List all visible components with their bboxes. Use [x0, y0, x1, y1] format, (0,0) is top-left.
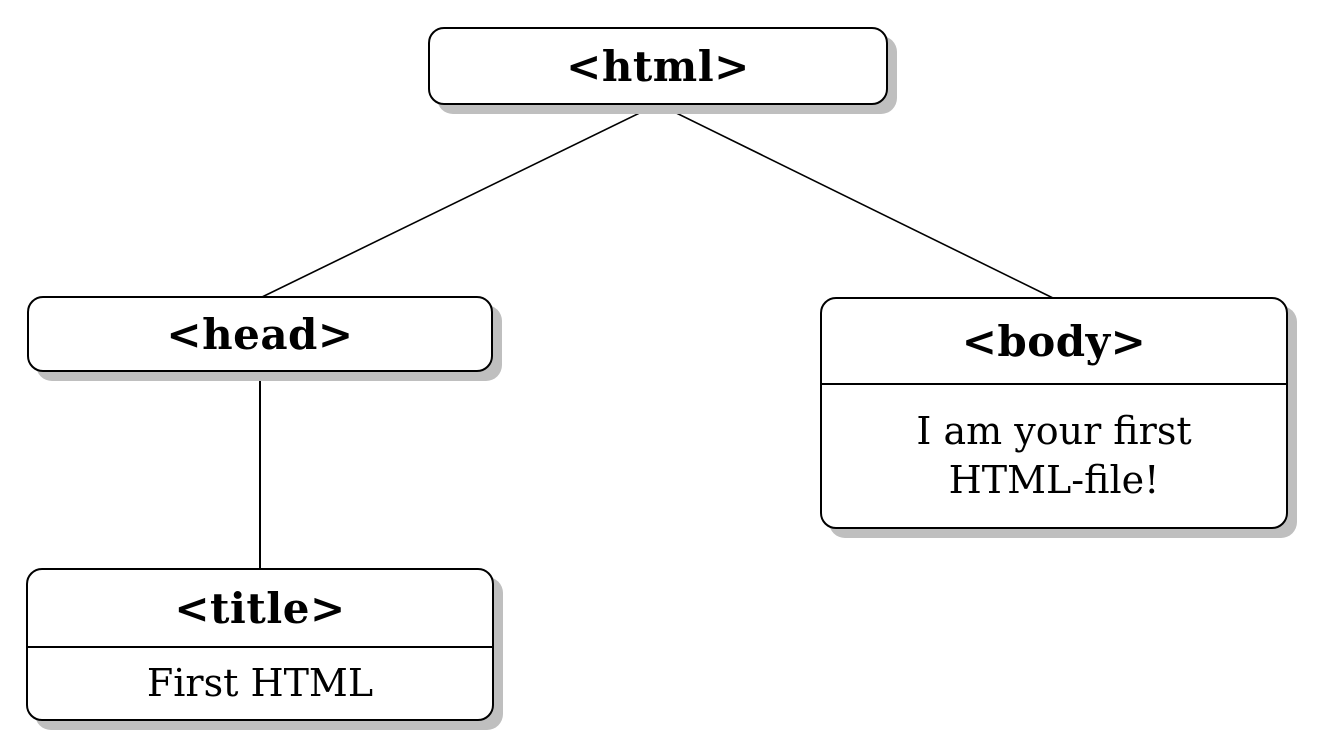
node-title-content: First HTML [28, 646, 492, 719]
node-head-label: <head> [166, 309, 354, 359]
node-body-label: <body> [961, 316, 1147, 366]
node-title-label: <title> [174, 583, 346, 633]
edge-html-to-body [657, 103, 1056, 300]
node-html: <html> [428, 27, 888, 105]
node-head: <head> [27, 296, 493, 372]
node-body-content-line-1: I am your first [916, 409, 1192, 454]
node-body: <body> I am your first HTML-file! [820, 297, 1288, 529]
node-title: <title> First HTML [26, 568, 494, 721]
node-title-content-line-1: First HTML [146, 661, 374, 706]
node-body-content-line-2: HTML-file! [948, 458, 1160, 502]
node-html-label: <html> [566, 41, 750, 91]
node-body-content: I am your first HTML-file! [822, 383, 1286, 527]
edge-html-to-head [259, 103, 659, 299]
